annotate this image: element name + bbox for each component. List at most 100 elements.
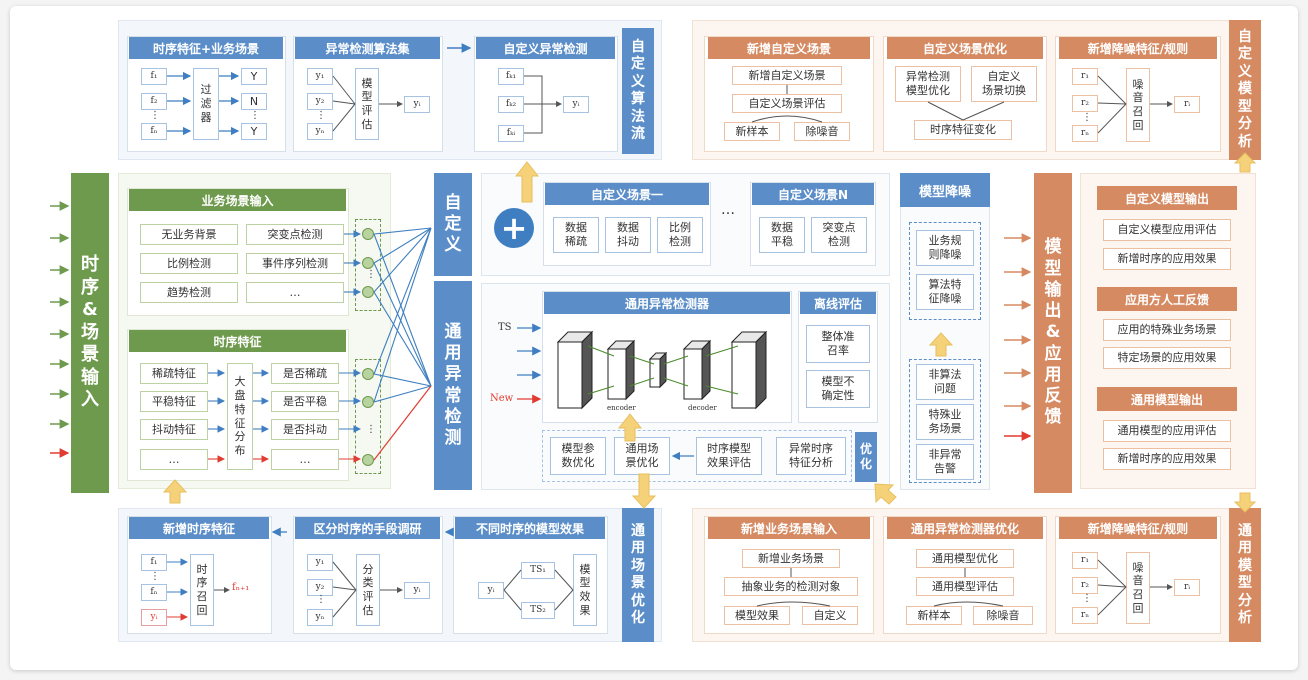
manual-feedback-title: 应用方人工反馈 — [1097, 287, 1237, 311]
yi-out-box: yᵢ — [404, 96, 430, 113]
ts-feature-change-box: 时序特征变化 — [914, 120, 1012, 140]
denoise-bottom-2: 特殊业 务场景 — [916, 404, 974, 440]
r2-box-top: r₂ — [1072, 95, 1098, 112]
rn-box-top: rₙ — [1072, 125, 1098, 142]
bl-panel3-lines — [503, 569, 574, 611]
effect-yi-box: yᵢ — [478, 582, 504, 599]
ts1-box: TS₁ — [521, 562, 555, 579]
general-scene-opt-label: 通 用 场 景 优 化 — [631, 522, 645, 627]
new-sample-box-1: 新样本 — [724, 122, 780, 141]
new-sample-box-2: 新样本 — [906, 606, 962, 625]
y2-box: y₂ — [307, 93, 333, 110]
ts-input-label: TS — [498, 322, 512, 333]
custom-scene-1-title: 自定义场景一 — [545, 183, 709, 205]
ts-node-dots: ⋮ — [366, 424, 376, 435]
opt-tag-label: 优 化 — [859, 442, 872, 471]
custom-detect-title: 自定义异常检测 — [476, 37, 615, 59]
general-model-eval-box: 通用模型评估 — [916, 577, 1014, 596]
general-model-analysis-label: 通 用 模 型 分 析 — [1238, 522, 1252, 627]
input-arrows — [50, 201, 70, 458]
filter-box: 过 滤 器 — [193, 68, 219, 140]
ri-box-top: rᵢ — [1174, 96, 1200, 113]
fki-box: fₖᵢ — [498, 125, 524, 142]
abstract-biz-box: 抽象业务的检测对象 — [724, 577, 858, 596]
r2-box-bottom: r₂ — [1072, 577, 1098, 594]
bl-panel2-lines — [332, 561, 403, 618]
offline-item-2: 模型不 确定性 — [806, 370, 870, 408]
offline-eval-title: 离线评估 — [800, 292, 876, 314]
denoise-box-2: 除噪音 — [973, 606, 1033, 625]
scene1-item-2: 数据 抖动 — [605, 217, 651, 253]
ts-right-2: 是否平稳 — [271, 391, 339, 412]
model-effect-out-box: 模型效果 — [724, 606, 790, 625]
ts2-box: TS₂ — [521, 602, 555, 619]
custom-model-analysis-bar: 自 定 义 模 型 分 析 — [1229, 20, 1261, 160]
new-f-dots: ⋮ — [150, 571, 160, 582]
general-detector-opt-title: 通用异常检测器优化 — [887, 517, 1043, 539]
biz-node-2 — [362, 257, 374, 269]
biz-node-dots: ⋮ — [366, 269, 376, 280]
new-denoise-title-top: 新增降噪特征/规则 — [1059, 37, 1217, 59]
rn-box-bottom: rₙ — [1072, 607, 1098, 624]
biz-item-2: 突变点检测 — [246, 224, 344, 245]
ts-left-1: 稀疏特征 — [140, 363, 208, 384]
new-custom-scene-title: 新增自定义场景 — [708, 37, 870, 59]
biz-item-3: 比例检测 — [140, 253, 238, 274]
scene1-item-3: 比例 检测 — [657, 217, 703, 253]
biz-item-4: 事件序列检测 — [246, 253, 344, 274]
custom-algo-flow-label: 自 定 义 算 法 流 — [631, 38, 645, 143]
opt-step-3: 时序模型 效果评估 — [696, 437, 762, 475]
custom-output-2: 新增时序的应用效果 — [1103, 248, 1231, 270]
neural-net-icon — [556, 330, 768, 410]
add-scene-icon: + — [494, 208, 534, 248]
input-bar: 时 序 & 场 景 输 入 — [71, 173, 109, 493]
general-output-title: 通用模型输出 — [1097, 387, 1237, 411]
general-output-1: 通用模型的应用评估 — [1103, 420, 1231, 442]
custom-scene-switch-box: 自定义 场景切换 — [971, 66, 1037, 102]
y-out-2: Y — [241, 123, 267, 140]
general-output-2: 新增时序的应用效果 — [1103, 448, 1231, 470]
yn-box: yₙ — [307, 123, 333, 140]
br-lines — [756, 559, 1173, 616]
ts-biz-title: 时序特征+业务场景 — [129, 37, 283, 59]
new-fn-box: fₙ — [141, 584, 167, 601]
ts-feature-title: 时序特征 — [129, 330, 346, 352]
ts-node-1 — [362, 368, 374, 380]
feature-connectors — [373, 227, 432, 403]
opt-tag: 优 化 — [855, 432, 877, 482]
custom-out-box: 自定义 — [802, 606, 858, 625]
ts-right-1: 是否稀疏 — [271, 363, 339, 384]
flow-arrows — [162, 152, 1257, 513]
out-dots: ⋮ — [250, 110, 260, 121]
opt-step-1: 模型参 数优化 — [550, 437, 606, 475]
custom-output-1: 自定义模型应用评估 — [1103, 219, 1231, 241]
f1-box: f₁ — [141, 68, 167, 85]
y-dots: ⋮ — [316, 110, 326, 121]
classify-eval-box: 分 类 评 估 — [356, 554, 380, 626]
model-eval-box: 模 型 评 估 — [355, 68, 379, 140]
biz-item-5: 趋势检测 — [140, 282, 238, 303]
custom-scene-n-title: 自定义场景N — [752, 183, 874, 205]
r-dots-bottom: ⋮ — [1082, 593, 1092, 604]
panel3-lines — [524, 75, 562, 134]
custom-bar: 自 定 义 — [434, 173, 472, 276]
n-out: N — [241, 93, 267, 110]
biz-node-3 — [362, 286, 374, 298]
scenen-item-2: 突变点 检测 — [811, 217, 867, 253]
y1-box: y₁ — [307, 68, 333, 85]
new-biz-scene-box: 新增业务场景 — [742, 549, 840, 568]
general-detect-bar-label: 通 用 异 常 检 测 — [444, 321, 462, 448]
new-denoise-title-bottom: 新增降噪特征/规则 — [1059, 517, 1217, 539]
output-feedback-bar: 模 型 输 出 & 应 用 反 馈 — [1034, 173, 1072, 493]
denoise-top-group — [909, 222, 981, 320]
f-dots: ⋮ — [150, 110, 160, 121]
ts-node-group — [355, 359, 381, 474]
r1-box-top: r₁ — [1072, 68, 1098, 85]
new-f1-box: f₁ — [141, 554, 167, 571]
biz-arrows — [344, 230, 362, 296]
general-scene-opt-bar: 通 用 场 景 优 化 — [622, 508, 654, 642]
tr-panel1-lines — [751, 85, 823, 123]
custom-model-analysis-label: 自 定 义 模 型 分 析 — [1238, 28, 1252, 150]
custom-bar-label: 自 定 义 — [444, 192, 462, 256]
r-dots-top: ⋮ — [1082, 112, 1092, 123]
